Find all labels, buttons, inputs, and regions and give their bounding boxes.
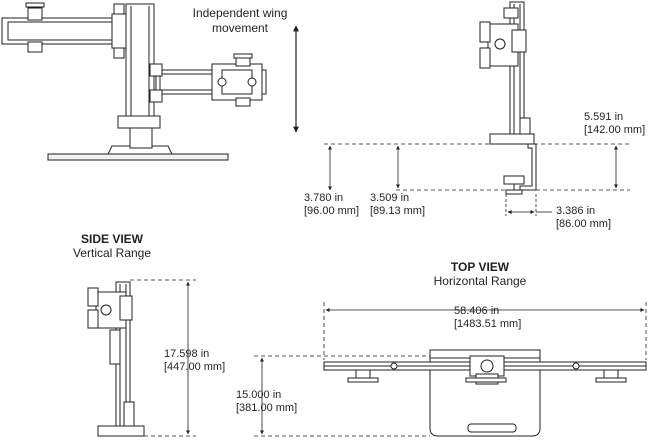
dim-reach-mm: [381.00 mm] [236, 402, 298, 414]
side-view-title: SIDE VIEW Vertical Range [62, 232, 162, 260]
dim-clamp-offset: 3.386 in [86.00 mm] [556, 205, 611, 231]
wing-callout-line-1: Independent wing [192, 6, 288, 20]
base-block [129, 125, 153, 149]
dim-horizontal-range-in: 58.406 in [454, 305, 500, 317]
desk-base-plate [47, 153, 229, 161]
wing-callout-line-2: movement [211, 21, 269, 35]
dim-horizontal-range-mm: [1483.51 mm] [454, 318, 522, 330]
side-view-drawing [87, 281, 145, 437]
side-base [489, 133, 535, 145]
dim-reach: 15.000 in [381.00 mm] [236, 389, 297, 415]
side-view-heading: SIDE VIEW [80, 232, 143, 246]
side-depth-dimension-lines [324, 143, 630, 216]
side-view-dimension-lines [130, 279, 196, 437]
side-view-subtitle: Vertical Range [72, 246, 152, 260]
dim-top-depth-b-mm: [89.13 mm] [370, 205, 426, 217]
dim-top-depth-b-in: 3.509 in [370, 192, 410, 204]
dim-reach-in: 15.000 in [236, 389, 282, 401]
dim-vertical-range-mm: [447.00 mm] [164, 361, 226, 373]
dim-base-height-in: 5.591 in [584, 111, 624, 123]
dim-clamp-offset-mm: [86.00 mm] [556, 218, 612, 230]
top-view-desk-plate [429, 355, 541, 437]
side-clamp [519, 143, 537, 191]
top-view-title: TOP VIEW Horizontal Range [420, 260, 540, 288]
dim-base-height: 5.591 in [142.00 mm] [584, 111, 645, 137]
dim-top-depth-a: 3.780 in [96.00 mm] [304, 192, 359, 218]
front-view-drawing [1, 2, 267, 161]
top-view-subtitle: Horizontal Range [433, 274, 527, 288]
side-depth-drawing [479, 1, 537, 195]
dim-clamp-offset-in: 3.386 in [556, 205, 596, 217]
dim-top-depth-a-mm: [96.00 mm] [304, 205, 360, 217]
top-view-drawing [323, 349, 647, 437]
dim-top-depth-b: 3.509 in [89.13 mm] [370, 192, 425, 218]
top-view-dimension-lines [254, 302, 647, 437]
dim-vertical-range-in: 17.598 in [164, 348, 210, 360]
dim-horizontal-range: 58.406 in [1483.51 mm] [454, 305, 521, 331]
side-view-base [97, 425, 145, 437]
top-view-heading: TOP VIEW [450, 260, 510, 274]
base-foot [107, 145, 173, 155]
upper-wing-joint [111, 13, 127, 49]
dim-vertical-range: 17.598 in [447.00 mm] [164, 348, 225, 374]
pole-collar [117, 115, 161, 129]
dim-top-depth-a-in: 3.780 in [304, 192, 344, 204]
wing-movement-callout: Independent wing movement [186, 6, 294, 36]
dim-base-height-mm: [142.00 mm] [584, 124, 646, 136]
